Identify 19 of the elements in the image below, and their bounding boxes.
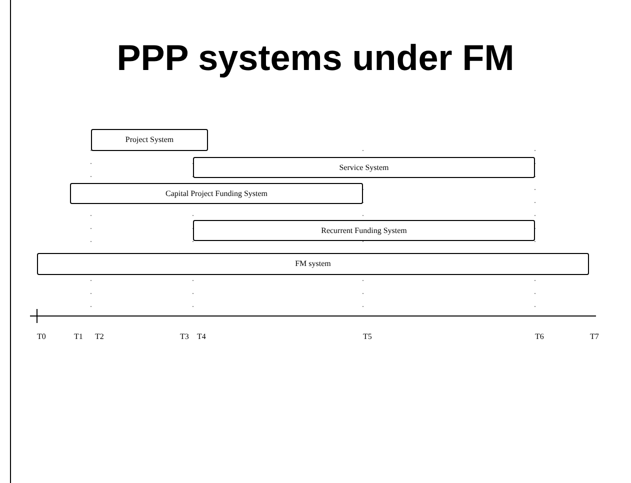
system-bar bbox=[37, 253, 589, 275]
system-label: Project System bbox=[125, 134, 174, 146]
system-label: Capital Project Funding System bbox=[166, 188, 268, 200]
tick-label: T4 bbox=[197, 331, 206, 343]
system-bar bbox=[193, 220, 535, 241]
system-label: Service System bbox=[339, 162, 389, 174]
tick-label: T0 bbox=[37, 331, 46, 343]
system-label: Recurrent Funding System bbox=[321, 224, 407, 236]
system-bar bbox=[70, 183, 363, 204]
tick-label: T5 bbox=[363, 331, 372, 343]
system-bar bbox=[91, 129, 208, 151]
system-label: FM system bbox=[295, 258, 331, 270]
system-bar bbox=[193, 157, 535, 178]
tick-label: T3 bbox=[180, 331, 189, 343]
tick-label: T6 bbox=[535, 331, 544, 343]
tick-label: T2 bbox=[95, 331, 104, 343]
tick-label: T1 bbox=[74, 331, 83, 343]
slide-title: PPP systems under FM bbox=[116, 40, 516, 76]
tick-label: T7 bbox=[590, 331, 599, 343]
